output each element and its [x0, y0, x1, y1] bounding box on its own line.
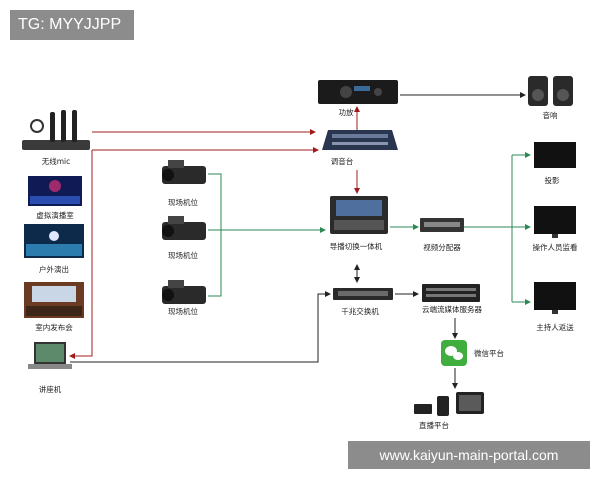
cloud-label: 云端流媒体服务器 [422, 304, 482, 314]
operator-label: 操作人员监看 [533, 242, 578, 252]
laptop-node: 讲座机 [28, 342, 72, 394]
mixer-node: 调音台 [322, 130, 398, 166]
cam1-label: 现场机位 [168, 197, 198, 207]
outdoor-label: 户外演出 [39, 264, 69, 274]
live-label: 直播平台 [419, 420, 449, 430]
studio-label: 虚拟演播室 [36, 210, 74, 220]
virtual-studio-node: 虚拟演播室 [28, 176, 82, 220]
gigabit-switch-node: 千兆交换机 [333, 288, 393, 316]
operator-monitor-node: 操作人员监看 [533, 206, 578, 252]
amp-label: 功放 [339, 107, 354, 117]
outdoor-show-node: 户外演出 [24, 224, 84, 274]
mixer-label: 调音台 [331, 156, 354, 166]
watermark-tag: TG: MYYJJPP [10, 10, 134, 40]
cam2-label: 现场机位 [168, 250, 198, 260]
wechat-label: 微信平台 [474, 348, 504, 358]
camera-3-node: 现场机位 [162, 280, 206, 316]
indoor-label: 室内发布会 [35, 322, 73, 332]
switcher-label: 导播切换一体机 [330, 241, 383, 251]
laptop-to-gigaswitch-line [70, 291, 331, 363]
amplifier-node: 功放 [318, 80, 398, 117]
projector-node: 投影 [534, 142, 576, 185]
cloud-server-node: 云端流媒体服务器 [422, 284, 482, 314]
wechat-node: 微信平台 [441, 340, 504, 366]
watermark-url: www.kaiyun-main-portal.com [348, 441, 590, 469]
splitter-node: 视频分配器 [420, 218, 464, 252]
host-label: 主持人返送 [536, 322, 574, 332]
switcher-node: 导播切换一体机 [330, 196, 388, 251]
wireless-mic-node: 无线mic [22, 110, 90, 166]
gigaswitch-label: 千兆交换机 [341, 306, 379, 316]
connector-lines [69, 92, 531, 389]
speaker-node: 音响 [528, 76, 573, 120]
indoor-conference-node: 室内发布会 [24, 282, 84, 332]
mic-label: 无线mic [42, 156, 71, 166]
camera-2-node: 现场机位 [162, 216, 206, 260]
host-monitor-node: 主持人返送 [534, 282, 576, 332]
projector-label: 投影 [545, 175, 560, 185]
mic-to-laptop-line [69, 150, 93, 359]
cameras-to-switcher-line [208, 173, 222, 297]
laptop-label: 讲座机 [39, 384, 62, 394]
speaker-label: 音响 [543, 110, 558, 120]
camera-1-node: 现场机位 [162, 160, 206, 207]
cam3-label: 现场机位 [168, 306, 198, 316]
splitter-label: 视频分配器 [423, 242, 461, 252]
live-platform-node: 直播平台 [414, 392, 484, 430]
